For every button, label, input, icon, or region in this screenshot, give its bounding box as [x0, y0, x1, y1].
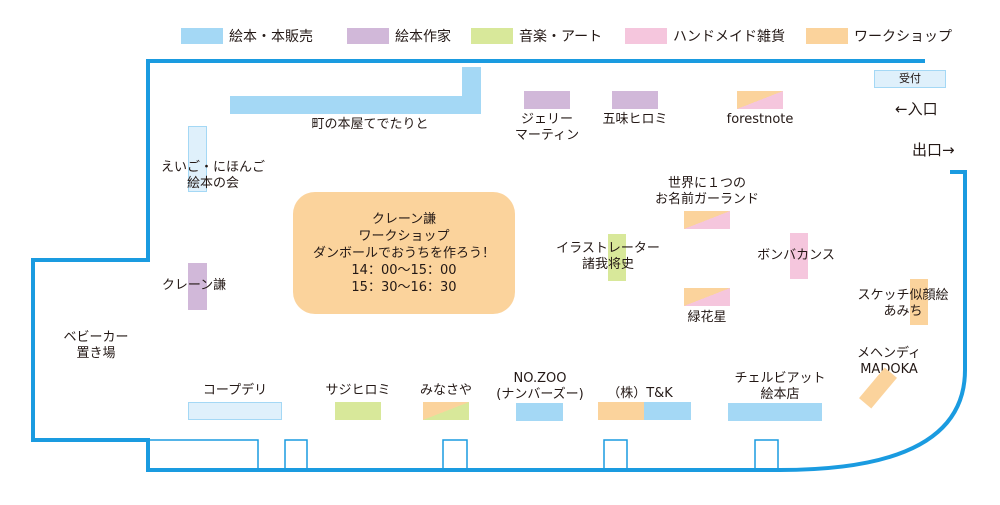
booth-tk-workshop	[598, 402, 644, 420]
booth-label: ジェリー マーティン	[514, 112, 580, 143]
booth-machi	[230, 96, 462, 114]
booth-label: （株）T&K	[607, 386, 673, 401]
booth-sketch	[910, 279, 928, 325]
booth-crane	[188, 263, 207, 310]
booth-label: スケッチ似顔絵 あみち	[857, 288, 949, 319]
booth-forestnote	[737, 91, 783, 109]
booth-nozoo	[516, 403, 563, 421]
legend-label: 音楽・アート	[519, 29, 603, 45]
booth-label: イラストレーター 諸我将史	[556, 241, 660, 272]
booth-label: チェルビアット 絵本店	[734, 371, 826, 402]
booth-label: みなさや	[419, 383, 473, 398]
workshop-subtitle: ワークショップ	[358, 228, 450, 244]
booth-label: 緑花星	[687, 310, 727, 325]
booth-label: 世界に１つの お名前ガーランド	[654, 176, 760, 207]
booth-label: コープデリ	[202, 383, 268, 398]
legend-label: ハンドメイド雑貨	[673, 29, 785, 45]
booth-machi-side	[462, 67, 481, 114]
booth-coop	[188, 402, 282, 420]
booth-jelly	[524, 91, 570, 109]
booth-label: NO.ZOO (ナンバーズー)	[496, 371, 584, 402]
booth-saji	[335, 402, 381, 420]
legend-swatch	[181, 28, 223, 44]
booth-gomi	[612, 91, 658, 109]
booth-chel	[728, 403, 822, 421]
stroller-parking-label: ベビーカー 置き場	[63, 330, 129, 361]
legend-item-handmade: ハンドメイド雑貨	[625, 28, 785, 45]
workshop-crane: クレーン謙 ワークショップ ダンボールでおうちを作ろう！ 14：00〜15：00…	[293, 192, 515, 314]
booth-label: forestnote	[726, 112, 794, 127]
booth-bonba	[790, 233, 808, 279]
booth-eigo	[188, 126, 207, 192]
booth-label: 五味ヒロミ	[602, 112, 668, 127]
legend-swatch	[625, 28, 667, 44]
booth-minasaya	[423, 402, 469, 420]
workshop-time: 14：00〜15：00	[351, 262, 457, 278]
booth-label: サジヒロミ	[325, 383, 391, 398]
workshop-title: クレーン謙	[371, 211, 437, 227]
booth-label: メヘンディ MADOKA	[856, 346, 922, 377]
booth-label: クレーン謙	[161, 278, 227, 293]
legend-swatch	[806, 28, 848, 44]
booth-ryoku	[684, 288, 730, 306]
legend-item-workshop: ワークショップ	[806, 28, 952, 45]
booth-sekai	[684, 211, 730, 229]
legend-item-music-art: 音楽・アート	[471, 28, 603, 45]
legend-label: 絵本・本販売	[229, 29, 313, 45]
booth-label: えいご・にほんご 絵本の会	[160, 160, 266, 191]
legend-item-authors: 絵本作家	[347, 28, 451, 45]
workshop-description: ダンボールでおうちを作ろう！	[312, 245, 495, 261]
booth-label: 町の本屋てでたりと	[311, 117, 429, 132]
booth-label: ボンバカンス	[757, 248, 835, 263]
legend-label: 絵本作家	[395, 29, 451, 45]
exit-label: 出口→	[912, 141, 955, 159]
legend-swatch	[347, 28, 389, 44]
reception-desk: 受付	[874, 70, 946, 88]
booth-illust	[608, 234, 626, 281]
legend-item-books: 絵本・本販売	[181, 28, 313, 45]
legend-swatch	[471, 28, 513, 44]
booth-tk-books	[644, 402, 691, 420]
entrance-label: ←入口	[895, 100, 938, 118]
workshop-time: 15：30〜16：30	[351, 279, 457, 295]
legend-label: ワークショップ	[854, 29, 952, 45]
